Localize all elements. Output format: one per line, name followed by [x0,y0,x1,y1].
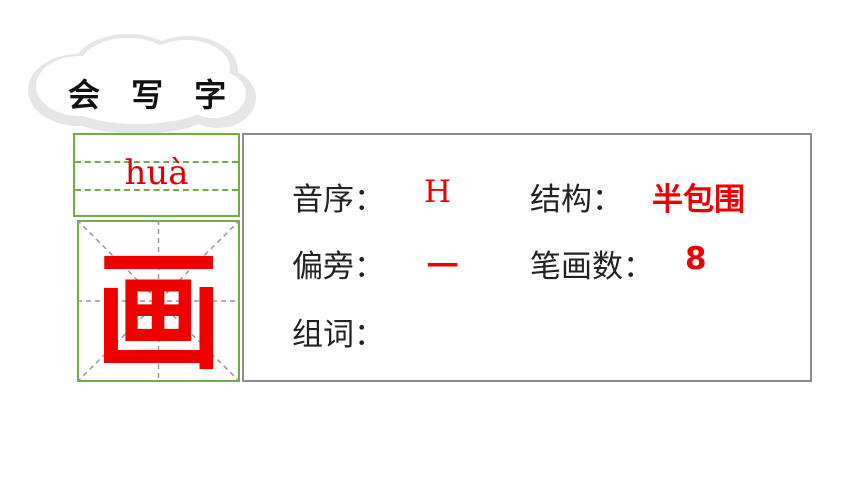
pinyin-guide-line [75,189,238,191]
character-grid [77,220,240,382]
zuci-label: 组词： [292,317,385,353]
cloud-badge [28,34,256,134]
pianpang-label: 偏旁： [292,249,385,285]
pianpang-value: 一 [427,249,458,285]
jiegou-value: 半包围 [652,182,745,218]
info-box [242,133,812,382]
yinxu-label: 音序： [292,182,385,218]
bihuashu-value: 8 [685,241,707,277]
pinyin-guide-line [75,161,238,163]
character: 画 [94,237,223,388]
section-title: 会 写 字 [68,76,237,114]
bihuashu-label: 笔画数： [530,249,654,285]
pinyin-box: huà [73,133,240,217]
pinyin-text: huà [124,153,189,193]
jiegou-label: 结构： [530,182,623,218]
yinxu-value: H [424,174,452,210]
